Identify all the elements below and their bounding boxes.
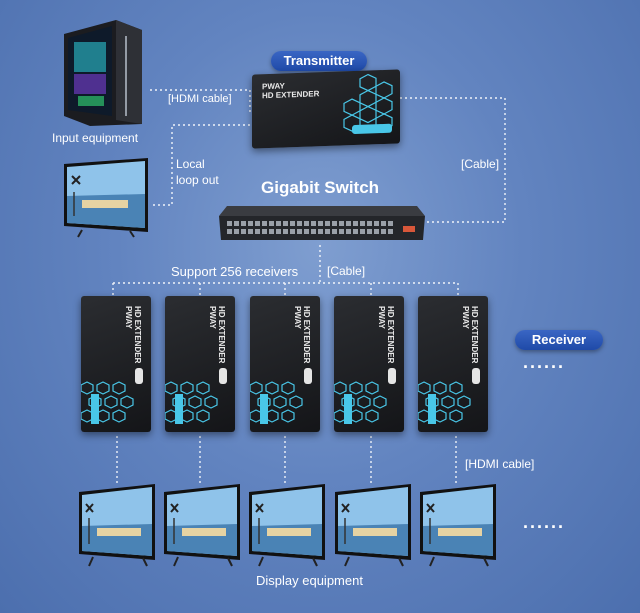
display-screen <box>333 482 413 568</box>
loop-out-line <box>150 124 255 206</box>
display-screen <box>247 482 327 568</box>
cable-label-right: [Cable] <box>461 157 500 171</box>
local-loop-out-label: Local loop out <box>176 157 219 187</box>
receiver-power-indicator <box>304 368 312 384</box>
cable-label-mid: [Cable] <box>327 264 366 278</box>
receiver-model: HD EXTENDER <box>217 306 226 364</box>
hexagon-pattern-icon <box>334 381 387 424</box>
hexagon-pattern-icon <box>343 73 393 132</box>
hexagon-pattern-icon <box>165 381 218 424</box>
receiver-brand: PWAY <box>461 306 470 329</box>
display-ellipsis: ...... <box>523 512 566 532</box>
input-equipment-label: Input equipment <box>52 131 139 145</box>
hdmi-cable-label-bottom: [HDMI cable] <box>465 457 535 471</box>
hexagon-pattern-icon <box>81 381 134 424</box>
local-display <box>62 156 150 238</box>
receiver-brand: PWAY <box>124 306 133 329</box>
receiver-power-indicator <box>135 368 143 384</box>
hexagon-pattern-icon <box>418 381 471 424</box>
transmitter-power-indicator <box>352 123 392 135</box>
receiver-power-indicator <box>219 368 227 384</box>
receiver-model: HD EXTENDER <box>470 306 479 364</box>
receiver-model: HD EXTENDER <box>133 306 142 364</box>
pc-tower <box>60 16 144 128</box>
receiver-ellipsis: ...... <box>523 352 566 372</box>
receiver-brand: PWAY <box>208 306 217 329</box>
display-equipment-label: Display equipment <box>256 573 363 588</box>
support-receivers-label: Support 256 receivers <box>171 264 299 279</box>
display-screen <box>162 482 242 568</box>
hdmi-cable-label-top: [HDMI cable] <box>168 93 232 105</box>
gigabit-switch-label: Gigabit Switch <box>261 178 380 197</box>
gigabit-switch-device <box>217 202 427 244</box>
receiver-power-indicator <box>472 368 480 384</box>
receiver-model: HD EXTENDER <box>302 306 311 364</box>
transmitter-device: PWAY HD EXTENDER <box>252 69 400 149</box>
display-screen <box>77 482 157 568</box>
receiver-model: HD EXTENDER <box>386 306 395 364</box>
cable-transmitter-to-switch <box>400 97 506 223</box>
transmitter-pill: Transmitter <box>271 51 367 71</box>
hexagon-pattern-icon <box>250 381 303 424</box>
transmitter-model: HD EXTENDER <box>262 89 320 101</box>
display-screen <box>418 482 498 568</box>
hdmi-line-pc-to-transmitter <box>150 89 251 112</box>
receiver-pill: Receiver <box>515 330 603 350</box>
receiver-brand: PWAY <box>293 306 302 329</box>
receiver-brand: PWAY <box>377 306 386 329</box>
receiver-power-indicator <box>388 368 396 384</box>
